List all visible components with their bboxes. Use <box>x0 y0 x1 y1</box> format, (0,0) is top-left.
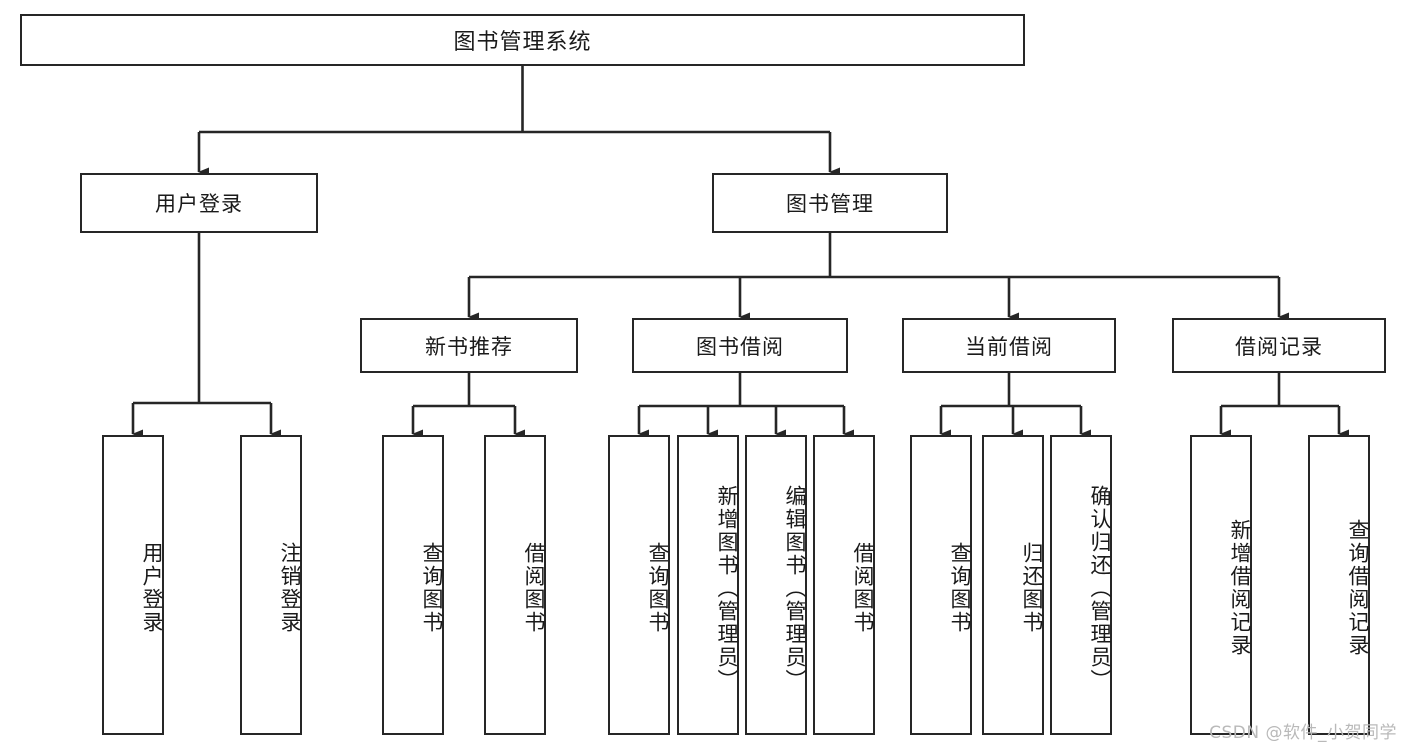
leaf-borrow-books-rec-label: 借阅图书 <box>522 542 546 634</box>
leaf-query-books-borrow-label: 查询图书 <box>646 542 670 634</box>
node-book-management-label: 图书管理 <box>786 192 874 216</box>
leaf-query-books-borrow[interactable]: 查询图书 <box>608 435 670 735</box>
leaf-confirm-return-admin[interactable]: 确认归还（管理员） <box>1050 435 1112 735</box>
leaf-borrow-books[interactable]: 借阅图书 <box>813 435 875 735</box>
leaf-borrow-books-rec[interactable]: 借阅图书 <box>484 435 546 735</box>
leaf-return-books-label: 归还图书 <box>1020 542 1044 634</box>
node-new-book-recommend[interactable]: 新书推荐 <box>360 318 578 373</box>
leaf-logout[interactable]: 注销登录 <box>240 435 302 735</box>
leaf-return-books[interactable]: 归还图书 <box>982 435 1044 735</box>
leaf-query-books-current[interactable]: 查询图书 <box>910 435 972 735</box>
leaf-add-book-admin[interactable]: 新增图书（管理员） <box>677 435 739 735</box>
node-current-borrow[interactable]: 当前借阅 <box>902 318 1116 373</box>
leaf-query-books-rec[interactable]: 查询图书 <box>382 435 444 735</box>
leaf-add-borrow-record-label: 新增借阅记录 <box>1228 519 1252 657</box>
leaf-query-books-current-label: 查询图书 <box>948 542 972 634</box>
node-current-borrow-label: 当前借阅 <box>965 334 1053 359</box>
node-borrow-record-label: 借阅记录 <box>1235 334 1323 359</box>
leaf-borrow-books-label: 借阅图书 <box>851 542 875 634</box>
leaf-query-books-rec-label: 查询图书 <box>420 542 444 634</box>
node-book-management[interactable]: 图书管理 <box>712 173 948 233</box>
leaf-logout-label: 注销登录 <box>278 542 302 634</box>
node-book-borrow[interactable]: 图书借阅 <box>632 318 848 373</box>
leaf-confirm-return-admin-label: 确认归还（管理员） <box>1088 484 1112 692</box>
leaf-query-borrow-record[interactable]: 查询借阅记录 <box>1308 435 1370 735</box>
node-user-login[interactable]: 用户登录 <box>80 173 318 233</box>
leaf-query-borrow-record-label: 查询借阅记录 <box>1346 519 1370 657</box>
node-new-book-recommend-label: 新书推荐 <box>425 334 513 359</box>
leaf-user-login-label: 用户登录 <box>140 542 164 634</box>
node-root[interactable]: 图书管理系统 <box>20 14 1025 66</box>
leaf-add-book-admin-label: 新增图书（管理员） <box>715 484 739 692</box>
watermark: CSDN @软件_小贺同学 <box>1209 723 1397 743</box>
leaf-user-login[interactable]: 用户登录 <box>102 435 164 735</box>
leaf-edit-book-admin-label: 编辑图书（管理员） <box>783 484 807 692</box>
node-user-login-label: 用户登录 <box>155 192 243 216</box>
leaf-edit-book-admin[interactable]: 编辑图书（管理员） <box>745 435 807 735</box>
leaf-add-borrow-record[interactable]: 新增借阅记录 <box>1190 435 1252 735</box>
node-borrow-record[interactable]: 借阅记录 <box>1172 318 1386 373</box>
node-root-label: 图书管理系统 <box>453 30 592 55</box>
node-book-borrow-label: 图书借阅 <box>696 334 784 359</box>
